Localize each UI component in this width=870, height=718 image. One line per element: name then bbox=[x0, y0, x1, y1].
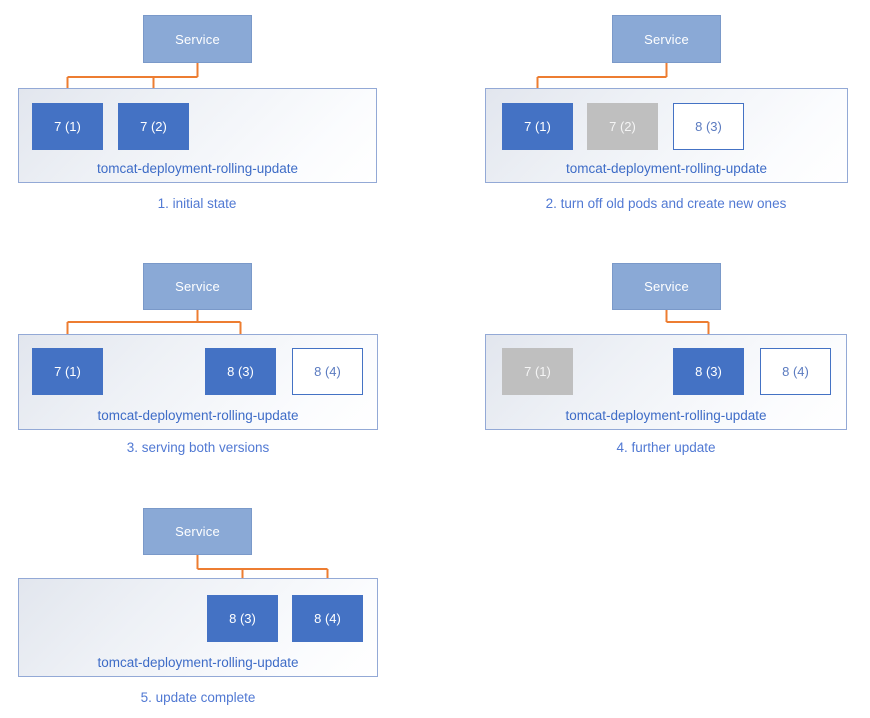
pod-box: 8 (3) bbox=[207, 595, 278, 642]
deployment-label: tomcat-deployment-rolling-update bbox=[97, 408, 299, 423]
panel-caption: 1. initial state bbox=[157, 196, 237, 211]
pod-box: 7 (1) bbox=[502, 103, 573, 150]
pod-box: 8 (4) bbox=[760, 348, 831, 395]
pod-box: 8 (3) bbox=[205, 348, 276, 395]
service-box: Service bbox=[612, 263, 721, 310]
service-label: Service bbox=[175, 31, 220, 47]
panel-caption: 5. update complete bbox=[140, 690, 256, 705]
pod-box: 8 (4) bbox=[292, 595, 363, 642]
service-label: Service bbox=[644, 279, 689, 294]
service-label: Service bbox=[175, 524, 220, 539]
service-box: Service bbox=[143, 508, 252, 555]
service-label: Service bbox=[644, 31, 689, 47]
pod-box: 8 (3) bbox=[673, 348, 744, 395]
deployment-label: tomcat-deployment-rolling-update bbox=[96, 161, 299, 176]
pod-box: 8 (3) bbox=[673, 103, 744, 150]
panel-caption: 4. further update bbox=[616, 440, 716, 455]
panel-caption: 2. turn off old pods and create new ones bbox=[545, 196, 787, 211]
pod-box: 7 (1) bbox=[32, 348, 103, 395]
pod-box: 8 (4) bbox=[292, 348, 363, 395]
service-box: Service bbox=[143, 15, 252, 63]
deployment-label: tomcat-deployment-rolling-update bbox=[97, 655, 299, 670]
service-label: Service bbox=[175, 279, 220, 294]
panel-caption: 3. serving both versions bbox=[126, 440, 270, 455]
pod-box: 7 (2) bbox=[587, 103, 658, 150]
service-box: Service bbox=[143, 263, 252, 310]
service-box: Service bbox=[612, 15, 721, 63]
deployment-label: tomcat-deployment-rolling-update bbox=[565, 161, 768, 176]
pod-box: 7 (1) bbox=[32, 103, 103, 150]
pod-box: 7 (1) bbox=[502, 348, 573, 395]
pod-box: 7 (2) bbox=[118, 103, 189, 150]
deployment-label: tomcat-deployment-rolling-update bbox=[565, 408, 767, 423]
